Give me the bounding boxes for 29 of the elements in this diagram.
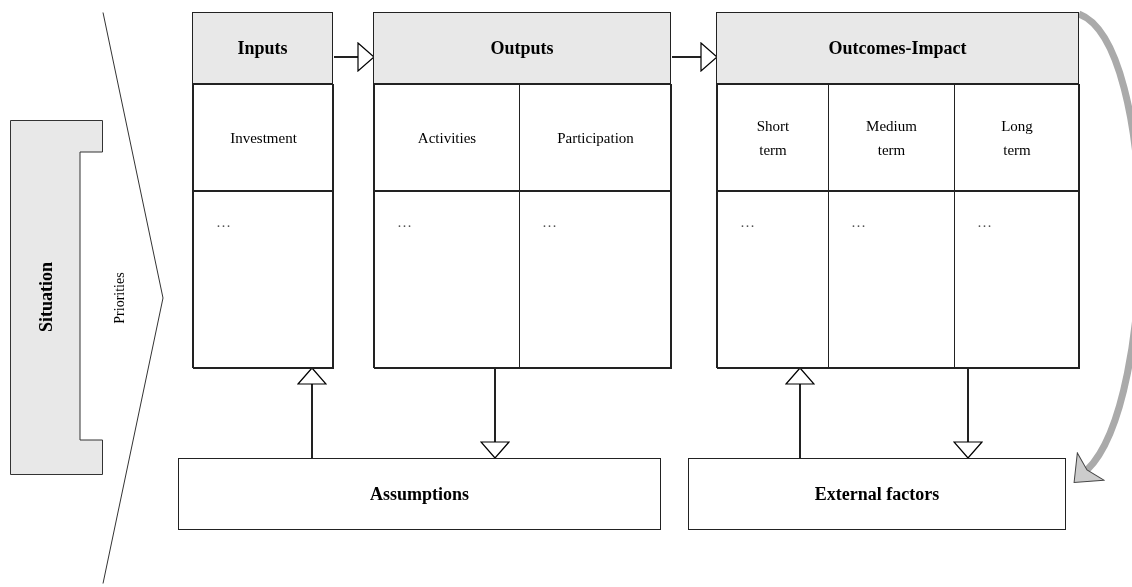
- term-cell: Activities: [374, 84, 520, 191]
- arrow: [953, 367, 983, 459]
- factor-box: Assumptions: [178, 458, 661, 530]
- arrow: [297, 367, 327, 459]
- term-cell: Investment: [193, 84, 334, 191]
- entry-cell: …: [828, 191, 955, 369]
- term-cell: Long term: [954, 84, 1080, 191]
- term-cell: Medium term: [828, 84, 955, 191]
- column-header: Inputs: [193, 13, 332, 84]
- arrow: [671, 42, 718, 72]
- entry-cell: …: [954, 191, 1080, 369]
- column-table: [192, 12, 333, 368]
- chevron-label: Priorities: [112, 272, 128, 324]
- column-header: Outcomes-Impact: [717, 13, 1078, 84]
- column-header: Outputs: [374, 13, 670, 84]
- arrow: [785, 367, 815, 459]
- term-cell: Short term: [717, 84, 829, 191]
- arrow: [480, 367, 510, 459]
- column-table: [716, 12, 1079, 368]
- arrow: [333, 42, 375, 72]
- factor-box: External factors: [688, 458, 1066, 530]
- band-label: Situation: [35, 262, 57, 332]
- entry-cell: …: [193, 191, 334, 369]
- entry-cell: …: [519, 191, 672, 369]
- term-cell: Participation: [519, 84, 672, 191]
- curved-arrow: [1073, 11, 1132, 486]
- column-table: [373, 12, 671, 368]
- entry-cell: …: [717, 191, 829, 369]
- entry-cell: …: [374, 191, 520, 369]
